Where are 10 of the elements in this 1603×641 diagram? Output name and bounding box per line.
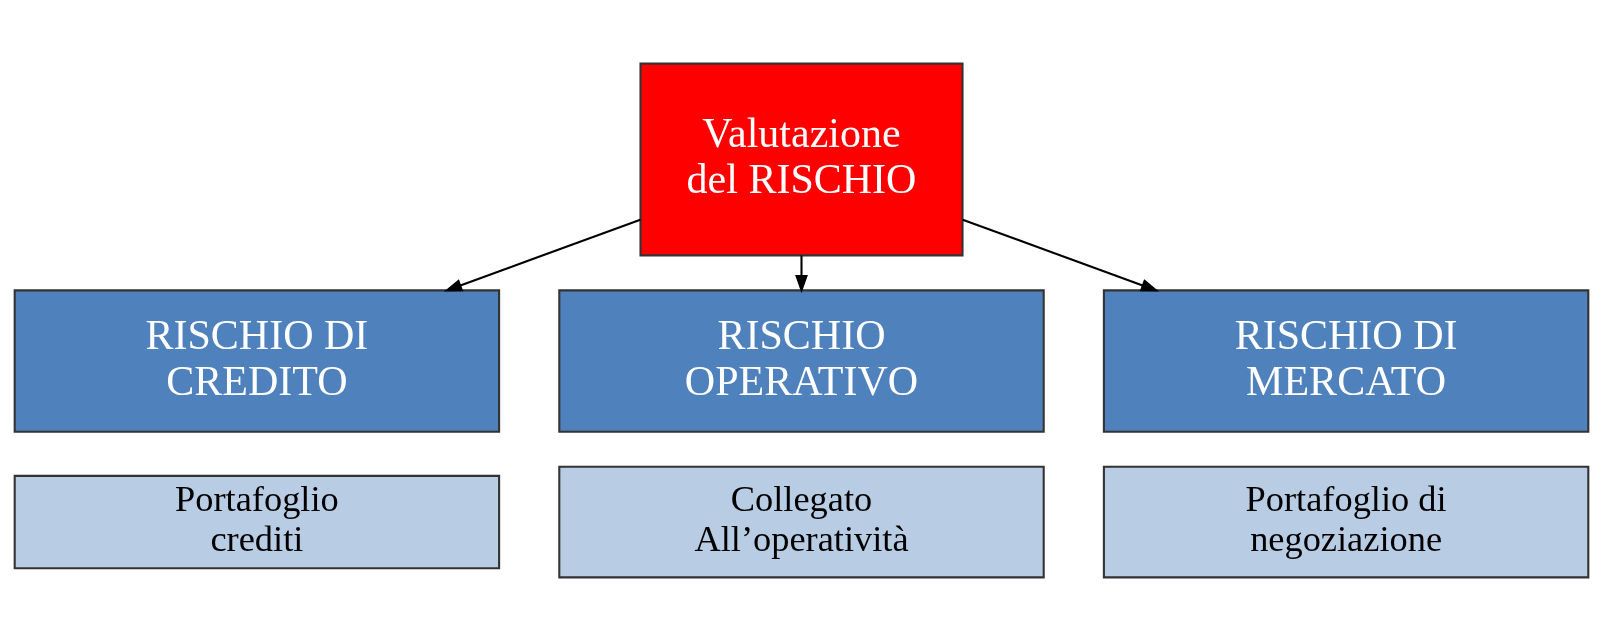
node-box: RISCHIO DI MERCATO	[1102, 289, 1590, 433]
node-box: Portafoglio di negoziazione	[1102, 465, 1590, 579]
arrow	[962, 218, 1160, 292]
node-box: RISCHIO OPERATIVO	[558, 289, 1045, 433]
node-box: RISCHIO DI CREDITO	[13, 289, 501, 433]
node-box: Valutazione del RISCHIO	[639, 62, 964, 257]
arrow	[795, 255, 808, 294]
arrow	[443, 218, 641, 292]
node-box: Portafoglio crediti	[13, 474, 501, 570]
node-box: Collegato All’operatività	[558, 465, 1045, 579]
